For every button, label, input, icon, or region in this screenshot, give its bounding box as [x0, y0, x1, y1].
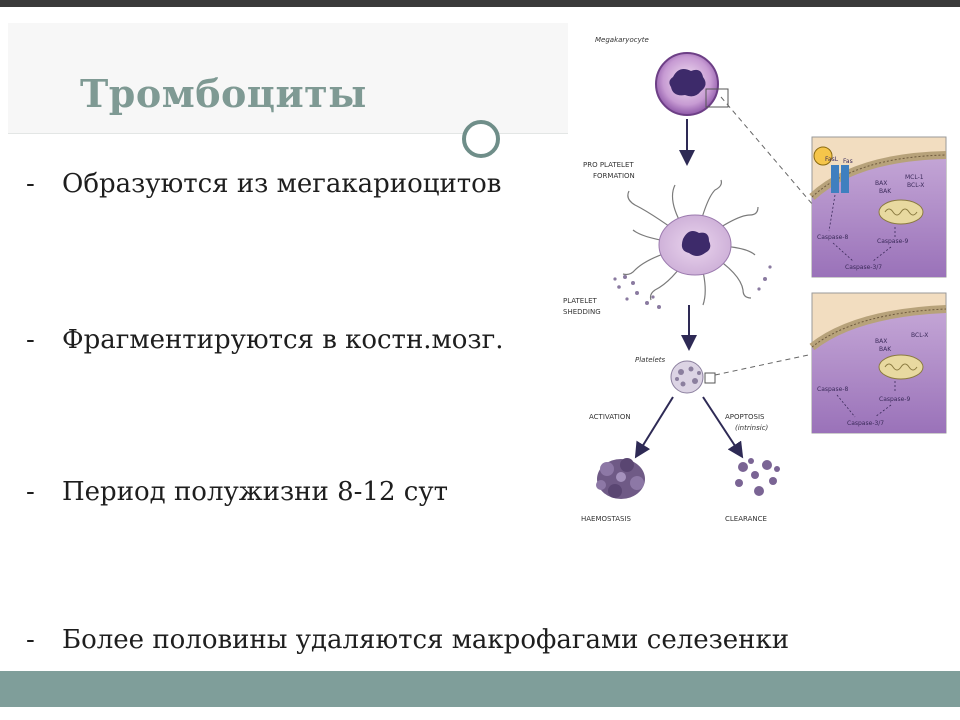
bullet-item: -Более половины удаляются макрофагами се… [26, 625, 789, 655]
label-mcl1: MCL-1 [905, 174, 924, 181]
label-pro-platelet: PRO PLATELET [583, 161, 634, 169]
slide: Тромбоциты -Образуются из мегакариоцитов… [0, 7, 960, 720]
label-shedding: SHEDDING [563, 308, 601, 316]
bullet-dash: - [26, 169, 35, 199]
label-caspase8: Caspase-8 [817, 386, 848, 393]
label-caspase9: Caspase-9 [879, 396, 910, 403]
bullet-text: Более половины удаляются макрофагами сел… [62, 625, 790, 655]
label-formation: FORMATION [593, 172, 635, 180]
arrow [702, 396, 744, 459]
label-bak: BAK [879, 346, 892, 353]
slide-title: Тромбоциты [80, 71, 367, 116]
megakaryocyte-cell [655, 52, 729, 116]
label-platelet: PLATELET [563, 297, 598, 305]
label-platelets: Platelets [635, 356, 666, 364]
clearance-fragments [735, 458, 780, 496]
intrinsic-apoptosis-panel: BAX BAK BCL-X Caspase-8 Caspase-9 Caspas… [809, 292, 947, 434]
bottom-accent-bar [0, 671, 960, 707]
bullet-item: -Фрагментируются в костн.мозг. [26, 325, 503, 355]
label-clearance: CLEARANCE [725, 515, 767, 523]
bullet-dash: - [26, 477, 35, 507]
label-haemostasis: HAEMOSTASIS [581, 515, 631, 523]
label-caspase37: Caspase-3/7 [845, 264, 882, 271]
haemostasis-aggregate [596, 458, 645, 499]
label-fasl: FasL [825, 156, 839, 163]
bullet-item: -Образуются из мегакариоцитов [26, 169, 501, 199]
label-caspase9: Caspase-9 [877, 238, 908, 245]
label-intrinsic: (intrinsic) [735, 424, 769, 432]
extrinsic-apoptosis-panel: FasL Fas BAX BAK MCL-1 BCL-X Caspase-8 C… [809, 136, 947, 278]
decorative-circle [462, 120, 500, 158]
bullet-text: Образуются из мегакариоцитов [62, 169, 502, 199]
arrow [634, 396, 674, 459]
platelet-lifecycle-diagram: Megakaryocyte PRO PLATELET FORMATION [563, 36, 947, 523]
label-megakaryocyte: Megakaryocyte [595, 36, 649, 44]
shed-fragments [613, 265, 772, 309]
label-bak: BAK [879, 188, 892, 195]
bullet-item: -Период полужизни 8-12 сут [26, 477, 448, 507]
label-bax: BAX [875, 338, 887, 345]
label-activation: ACTIVATION [589, 413, 631, 421]
title-band: Тромбоциты [8, 23, 568, 134]
dashed-connector [714, 353, 814, 376]
label-caspase8: Caspase-8 [817, 234, 848, 241]
label-bax: BAX [875, 180, 887, 187]
label-bclxl: BCL-X [911, 332, 928, 339]
label-fas: Fas [843, 158, 853, 165]
bullet-text: Период полужизни 8-12 сут [62, 477, 449, 507]
label-apoptosis: APOPTOSIS [725, 413, 765, 421]
bullet-text: Фрагментируются в костн.мозг. [62, 325, 504, 355]
dashed-connector [720, 96, 814, 206]
nucleus [681, 231, 711, 256]
bullet-dash: - [26, 625, 35, 655]
label-bclxl: BCL-X [907, 182, 924, 189]
bullet-dash: - [26, 325, 35, 355]
platelet-cluster [670, 360, 716, 394]
label-caspase37: Caspase-3/7 [847, 420, 884, 427]
window-top-bar [0, 0, 960, 7]
